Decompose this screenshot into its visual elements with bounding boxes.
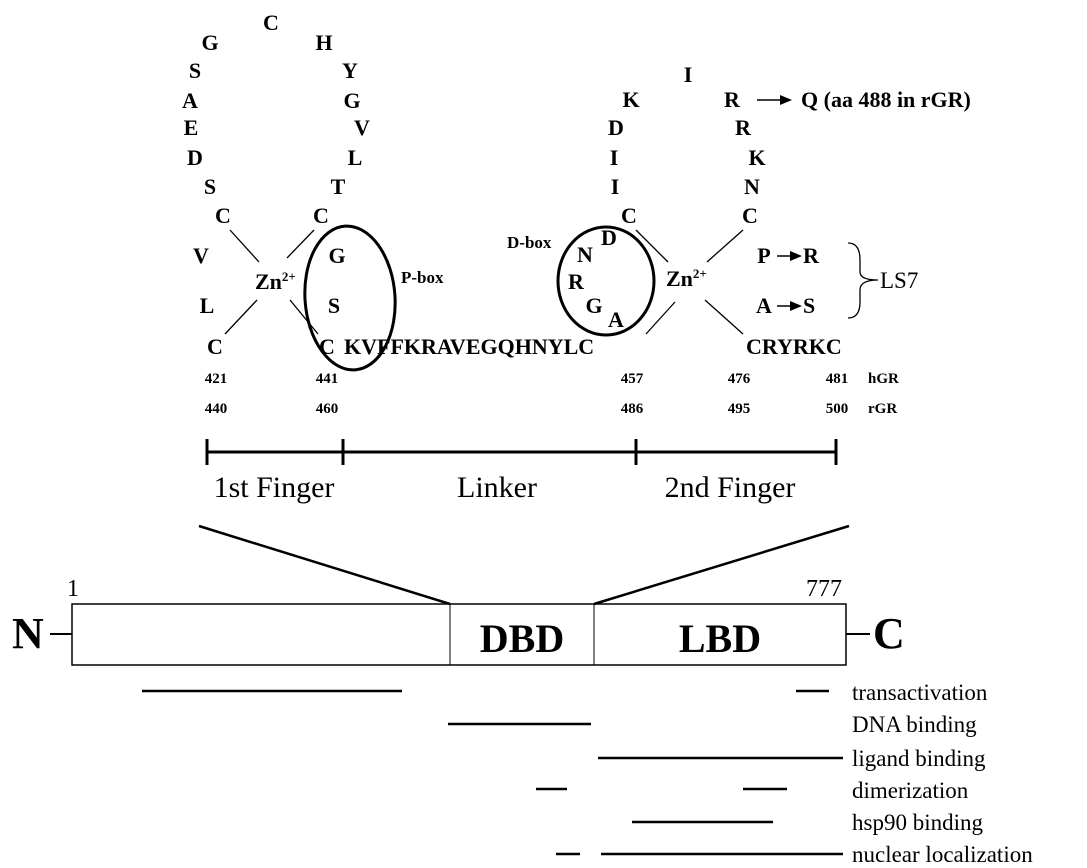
d-box-oval	[556, 225, 656, 337]
hgr-number: 421	[205, 371, 228, 387]
function-label-ligand-binding: ligand binding	[852, 746, 986, 771]
mutation-note: Q (aa 488 in rGR)	[801, 87, 971, 112]
first-zinc-finger: G C H S Y A G E V D L S T C C V L C G S …	[182, 10, 444, 372]
rgr-number: 495	[728, 401, 751, 417]
rgr-number: 460	[316, 401, 339, 417]
function-label-dna-binding: DNA binding	[852, 712, 977, 737]
zinc-ion: Zn2+	[666, 266, 707, 291]
rgr-number: 440	[205, 401, 228, 417]
residue: D	[187, 145, 203, 170]
c-terminus-label: C	[873, 609, 905, 658]
residue: L	[200, 293, 215, 318]
residue: S	[189, 58, 201, 83]
residue: G	[343, 88, 360, 113]
p-box-residue: S	[328, 293, 340, 318]
ls7-label: LS7	[880, 268, 918, 293]
rgr-number: 486	[621, 401, 644, 417]
residue: K	[748, 145, 765, 170]
function-label-transactivation: transactivation	[852, 680, 988, 705]
residue: A	[182, 88, 198, 113]
ls7-mutant-residue: R	[803, 243, 820, 268]
zinc-coordinating-cysteine: C	[215, 203, 231, 228]
p-box-oval	[303, 224, 397, 372]
d-box-residue: A	[608, 307, 624, 332]
dbd-label: DBD	[480, 616, 564, 661]
hgr-number: 481	[826, 371, 849, 387]
residue: D	[608, 115, 624, 140]
function-label-nuclear-localization: nuclear localization	[852, 842, 1033, 867]
linker-sequence: KVFFKRAVEGQHNYLC	[344, 334, 594, 359]
end-position: 777	[806, 576, 842, 602]
zinc-bond	[645, 301, 676, 335]
zinc-coordinating-cysteine: C	[742, 203, 758, 228]
zinc-bond	[635, 229, 669, 263]
function-label-dimerization: dimerization	[852, 778, 969, 803]
d-box-residue: D	[601, 225, 617, 250]
residue: V	[354, 115, 370, 140]
residue: S	[204, 174, 216, 199]
start-position: 1	[67, 576, 79, 602]
zinc-ion: Zn2+	[255, 269, 296, 294]
function-label-hsp90-binding: hsp90 binding	[852, 810, 983, 835]
p-box-label: P-box	[401, 268, 444, 287]
zinc-coordinating-cysteine: C	[313, 203, 329, 228]
second-zinc-finger: I K R D R I K I N C C N D R G A Zn2+ D-b…	[507, 62, 971, 359]
arrow-head-icon	[790, 251, 802, 261]
region-scale: 1st Finger Linker 2nd Finger	[205, 439, 838, 504]
d-box-residue: R	[568, 269, 585, 294]
zinc-bond	[706, 229, 744, 263]
region-label-2nd-finger: 2nd Finger	[665, 471, 796, 504]
residue: G	[201, 30, 218, 55]
functional-regions: transactivation DNA binding ligand bindi…	[142, 680, 1033, 867]
rgr-number: 500	[826, 401, 849, 417]
zinc-bond	[704, 299, 744, 335]
arrow-head-icon	[790, 301, 802, 311]
p-box-residue: G	[328, 243, 345, 268]
hgr-number: 441	[316, 371, 339, 387]
residue: Y	[342, 58, 358, 83]
residue: T	[331, 174, 346, 199]
residue: I	[611, 174, 620, 199]
ls7-original-residue: A	[756, 293, 772, 318]
ls7-bracket	[847, 242, 879, 319]
region-label-1st-finger: 1st Finger	[214, 471, 335, 504]
mutated-residue: R	[724, 87, 741, 112]
d-box-label: D-box	[507, 233, 552, 252]
hgr-number: 457	[621, 371, 644, 387]
zinc-coordinating-cysteine: C	[207, 334, 223, 359]
hgr-number: 476	[728, 371, 751, 387]
residue: C	[263, 10, 279, 35]
region-label-linker: Linker	[457, 471, 537, 504]
zinc-bond	[286, 229, 315, 259]
residue: R	[735, 115, 752, 140]
residue: I	[684, 62, 693, 87]
zinc-coordinating-cysteine: C	[621, 203, 637, 228]
residue: H	[315, 30, 332, 55]
d-box-residue: N	[577, 242, 593, 267]
d-box-residue: G	[585, 293, 602, 318]
residue-numbers: 421 441 457 476 481 hGR 440 460 486 495 …	[205, 371, 899, 417]
hgr-label: hGR	[868, 371, 899, 387]
lbd-label: LBD	[679, 616, 761, 661]
finger2-tail-sequence: CRYRKC	[746, 334, 842, 359]
residue: N	[744, 174, 760, 199]
ls7-mutant-residue: S	[803, 293, 815, 318]
zoom-line	[198, 524, 451, 606]
residue: E	[184, 115, 199, 140]
n-terminus-label: N	[12, 609, 44, 658]
zinc-bond	[229, 229, 260, 263]
ls7-original-residue: P	[757, 243, 770, 268]
residue: K	[622, 87, 639, 112]
residue: V	[193, 243, 209, 268]
zoom-line	[593, 524, 850, 606]
arrow-head-icon	[780, 95, 792, 105]
zinc-bond	[289, 299, 319, 335]
residue: I	[610, 145, 619, 170]
residue: L	[348, 145, 363, 170]
rgr-label: rGR	[868, 401, 897, 417]
protein-domain-bar: N DBD LBD C 1 777	[12, 576, 905, 666]
zinc-bond	[224, 299, 258, 335]
